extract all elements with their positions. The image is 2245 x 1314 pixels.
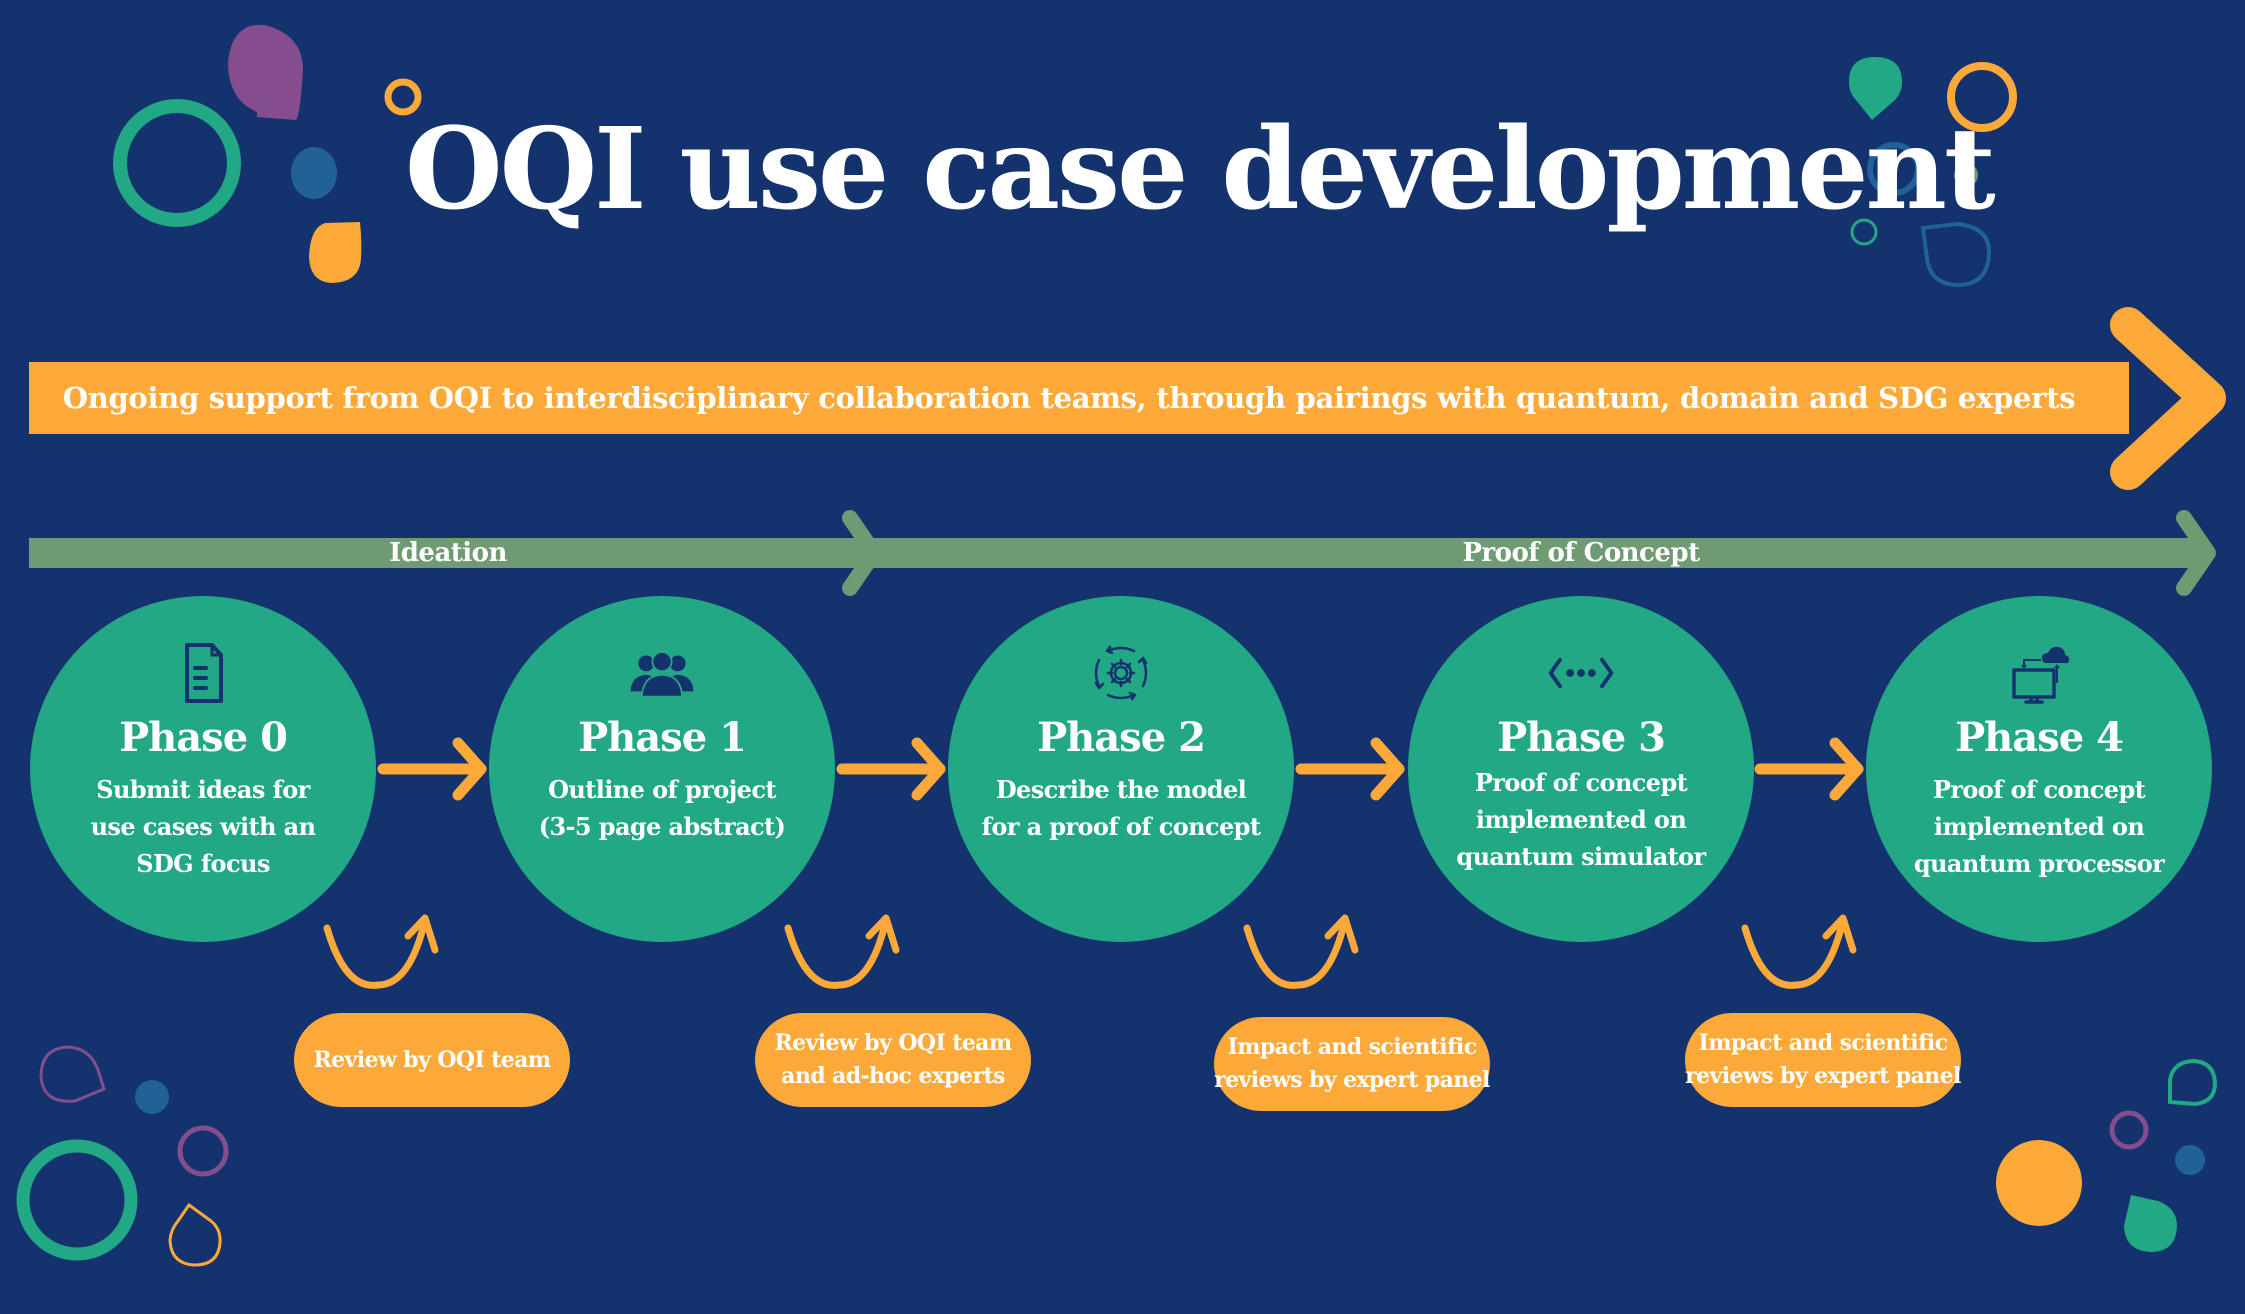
review-pill-4: Impact and scientific reviews by expert … [1685, 1013, 1961, 1107]
phase-title: Phase 2 [1037, 714, 1206, 761]
decor-ring-orange [1947, 62, 2017, 132]
decoration-top-left [113, 24, 422, 283]
decor-dot-steel-bl [135, 1080, 169, 1114]
phase-title: Phase 3 [1497, 714, 1666, 761]
review-pill-3: Impact and scientific reviews by expert … [1214, 1017, 1490, 1111]
phase-description-line: SDG focus [136, 849, 270, 878]
phase-description-line: Describe the model [995, 775, 1247, 804]
review-pill-line: Impact and scientific [1698, 1030, 1949, 1056]
stage-bar-line [29, 538, 2199, 568]
connector-arrow-1-2 [836, 737, 946, 801]
phase-2-circle: Phase 2 Describe the model for a proof o… [948, 596, 1294, 942]
decor-drop-purple [295, 33, 391, 120]
phase-description-line: for a proof of concept [981, 812, 1261, 841]
review-loop-arrows [323, 914, 1857, 989]
decoration-top-right [1849, 57, 2017, 288]
decor-ring-teal-small [1850, 218, 1878, 246]
document-icon [185, 643, 223, 703]
decor-dot-sage [1954, 163, 1978, 187]
decor-drop-purple-main [228, 24, 303, 121]
review-pill-line: reviews by expert panel [1214, 1067, 1490, 1093]
review-pill-2: Review by OQI team and ad-hoc experts [755, 1013, 1031, 1107]
phase-description-line: Proof of concept [1474, 768, 1688, 797]
phase-title: Phase 4 [1955, 714, 2124, 761]
support-banner-text: Ongoing support from OQI to interdiscipl… [62, 381, 2076, 415]
phase-description: Describe the model for a proof of concep… [978, 771, 1264, 845]
phase-description-line: (3-5 page abstract) [538, 812, 786, 841]
review-pill-1: Review by OQI team [294, 1013, 570, 1107]
phase-description: Proof of concept implemented on quantum … [1438, 764, 1724, 875]
decor-drop-outline-orange [168, 1202, 222, 1267]
decor-ring-orange-small [384, 78, 422, 116]
stage-divider-chevron [842, 510, 882, 596]
decor-ring-purple-br [2109, 1110, 2149, 1150]
decor-dot-steel-br [2175, 1145, 2205, 1175]
phase-description-line: Outline of project [548, 775, 776, 804]
review-loop-arrow-3 [1243, 914, 1359, 989]
review-pill-line: Review by OQI team [774, 1030, 1012, 1056]
connector-arrow-3-4 [1754, 737, 1864, 801]
phase-3-circle: Phase 3 Proof of concept implemented on … [1408, 596, 1754, 942]
review-loop-arrow-1 [323, 914, 439, 989]
decor-drop-outline-teal [2168, 1058, 2218, 1107]
support-banner-chevron [2110, 307, 2226, 490]
phase-title: Phase 0 [119, 714, 288, 761]
review-pill-line: Review by OQI team [313, 1046, 551, 1073]
support-banner-arrow [29, 307, 2226, 490]
support-banner-bar [29, 362, 2129, 434]
team-icon [630, 651, 694, 698]
phase-description-line: Submit ideas for [96, 775, 310, 804]
decor-ring-teal [113, 99, 241, 227]
stage-end-chevron [2176, 510, 2216, 596]
decor-drop-teal-br [2124, 1195, 2177, 1252]
decor-ring-purple [177, 1125, 229, 1177]
decor-drop-orange [309, 222, 362, 283]
connector-arrow-2-3 [1295, 737, 1405, 801]
phase-description: Outline of project (3-5 page abstract) [519, 771, 805, 845]
phase-1-circle: Phase 1 Outline of project (3-5 page abs… [489, 596, 835, 942]
review-loop-arrow-4 [1741, 914, 1857, 989]
review-pill-line: and ad-hoc experts [781, 1063, 1005, 1089]
stage-label-proof-of-concept: Proof of Concept [1462, 538, 1700, 568]
gear-cycle-icon [1094, 645, 1148, 701]
phase-0-circle: Phase 0 Submit ideas for use cases with … [30, 596, 376, 942]
decoration-bottom-left [16, 1045, 229, 1267]
stage-bar [29, 510, 2216, 596]
review-pill-line: reviews by expert panel [1685, 1063, 1961, 1089]
decor-drop-outline-purple [39, 1045, 106, 1103]
phase-description-line: implemented on [1475, 805, 1687, 834]
decor-dot-steel [291, 147, 337, 199]
page-title: OQI use case development [405, 104, 1996, 235]
phase-title: Phase 1 [578, 714, 747, 761]
decor-ring-steel [1867, 142, 1921, 196]
decoration-bottom-right [1996, 1058, 2218, 1252]
decor-ring-teal-large [16, 1139, 138, 1261]
review-loop-arrow-2 [784, 914, 900, 989]
review-pill-line: Impact and scientific [1227, 1034, 1478, 1060]
phase-description-line: quantum simulator [1456, 842, 1706, 871]
phase-description-line: implemented on [1933, 812, 2145, 841]
decor-drop-outline-steel [1920, 221, 1992, 288]
decor-drop-teal [1849, 57, 1902, 120]
code-brackets-icon [1548, 657, 1614, 689]
decor-drop-purple-filled [296, 110, 347, 120]
phase-description-line: quantum processor [1913, 849, 2165, 878]
stage-label-ideation: Ideation [389, 538, 507, 568]
phase-description: Proof of concept implemented on quantum … [1896, 771, 2182, 882]
phase-4-circle: Phase 4 Proof of concept implemented on … [1866, 596, 2212, 942]
phase-description: Submit ideas for use cases with an SDG f… [60, 771, 346, 882]
phase-description-line: Proof of concept [1932, 775, 2146, 804]
phase-connectors [377, 737, 1864, 801]
connector-arrow-0-1 [377, 737, 487, 801]
decor-dot-orange-large [1996, 1140, 2082, 1226]
phase-description-line: use cases with an [90, 812, 316, 841]
cloud-computer-icon [2012, 646, 2070, 704]
